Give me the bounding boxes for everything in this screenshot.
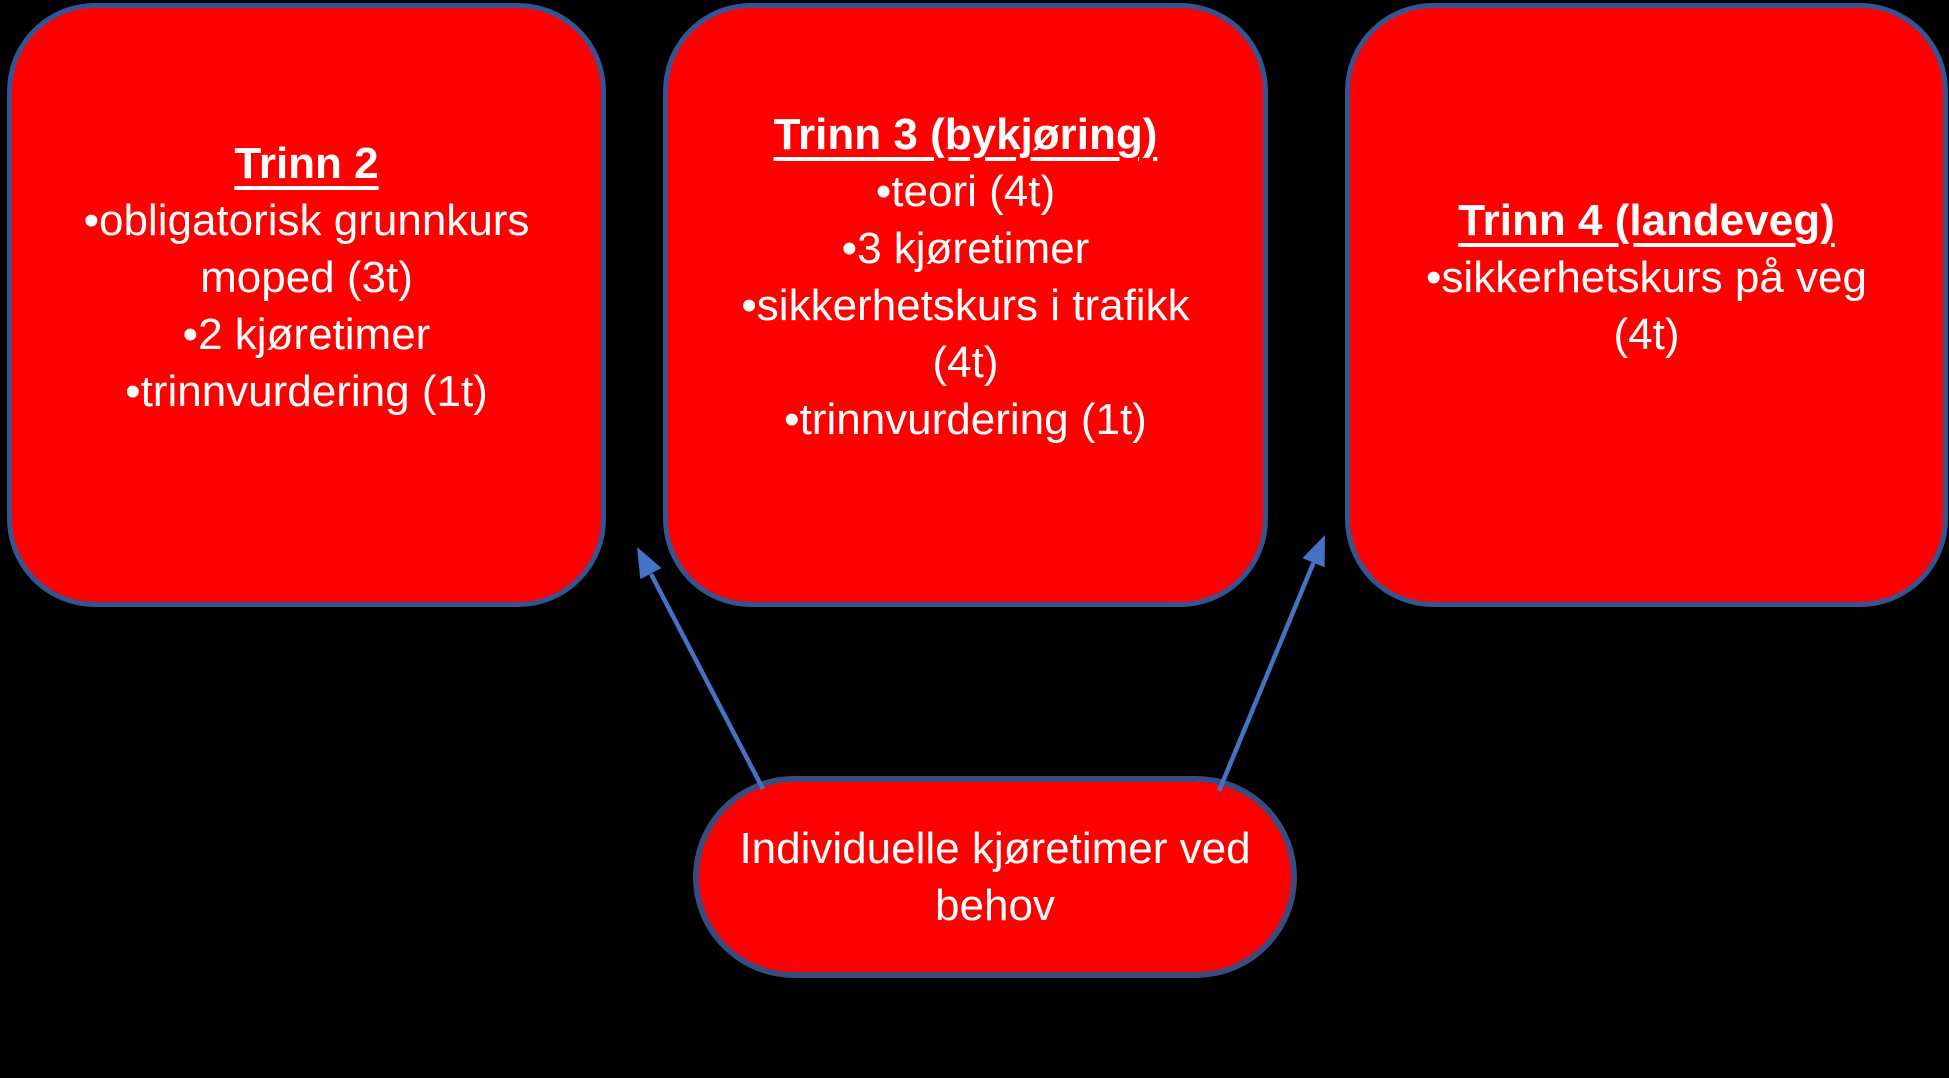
trinn3-title: Trinn 3 (bykjøring) <box>773 110 1158 159</box>
trinn2-box: Trinn 2 •obligatorisk grunnkurs moped (3… <box>7 3 606 607</box>
individual-lessons-text: Individuelle kjøretimer ved behov <box>739 824 1251 930</box>
trinn3-item-trinnvurdering: •trinnvurdering (1t) <box>784 395 1147 444</box>
trinn3-item-sikkerhetskurs: •sikkerhetskurs i trafikk (4t) <box>741 281 1190 387</box>
arrow-right-line <box>1216 561 1316 792</box>
trinn2-title: Trinn 2 <box>234 138 379 188</box>
trinn2-item-trinnvurdering: •trinnvurdering (1t) <box>125 366 488 416</box>
trinn2-item-grunnkurs: •obligatorisk grunnkurs moped (3t) <box>83 195 530 302</box>
trinn3-text-block: Trinn 3 (bykjøring) •teori (4t) •3 kjøre… <box>710 106 1222 448</box>
trinn3-box: Trinn 3 (bykjøring) •teori (4t) •3 kjøre… <box>663 3 1268 607</box>
trinn4-title: Trinn 4 (landeveg) <box>1458 195 1835 245</box>
trinn4-item-sikkerhetskurs: •sikkerhetskurs på veg (4t) <box>1426 252 1867 359</box>
arrow-right-head-icon <box>1302 535 1325 568</box>
trinn4-text-block: Trinn 4 (landeveg) •sikkerhetskurs på ve… <box>1391 192 1903 363</box>
trinn2-item-kjoretimer: •2 kjøretimer <box>182 309 431 359</box>
arrow-left-head-icon <box>637 547 662 580</box>
trinn4-box: Trinn 4 (landeveg) •sikkerhetskurs på ve… <box>1345 3 1948 607</box>
trinn3-item-teori: •teori (4t) <box>875 167 1056 216</box>
trinn2-text-block: Trinn 2 •obligatorisk grunnkurs moped (3… <box>51 135 563 420</box>
individual-lessons-box: Individuelle kjøretimer ved behov <box>693 776 1297 978</box>
trinn3-item-kjoretimer: •3 kjøretimer <box>841 224 1090 273</box>
